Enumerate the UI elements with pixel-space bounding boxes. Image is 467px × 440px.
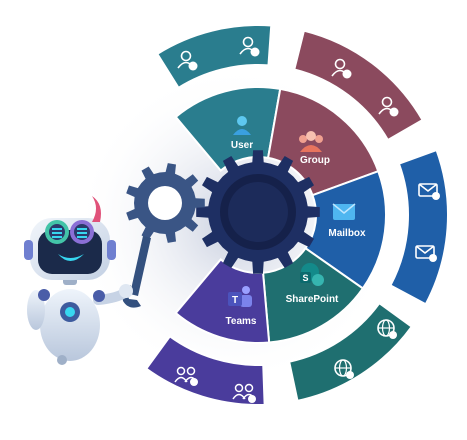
sharepoint-icon: S	[300, 263, 324, 286]
globe-link-icon[interactable]	[377, 319, 397, 339]
central-gear-icon	[196, 150, 320, 274]
segment-label-user: User	[231, 140, 253, 151]
robot-mascot	[24, 196, 133, 365]
robot-body	[40, 289, 100, 361]
svg-text:T: T	[232, 295, 238, 306]
small-gear-icon	[126, 163, 205, 243]
robot-smile	[58, 254, 84, 261]
group-icon	[299, 131, 323, 152]
segment-label-group: Group	[300, 155, 330, 166]
segment-label-sharepoint: SharePoint	[286, 294, 339, 305]
teams-icon: T	[228, 286, 252, 307]
svg-text:S: S	[302, 273, 308, 283]
segment-label-mailbox: Mailbox	[328, 228, 366, 239]
mail-share-icon[interactable]	[418, 183, 440, 200]
segment-teams[interactable]	[174, 258, 271, 344]
mailbox-icon	[332, 203, 356, 220]
mail-users-icon[interactable]	[415, 245, 437, 262]
group-shield-icon[interactable]	[331, 58, 352, 79]
user-check-icon[interactable]	[239, 36, 260, 57]
user-icon	[233, 116, 251, 135]
outer-tile-user[interactable]	[155, 24, 273, 90]
outer-tile-mailbox[interactable]	[389, 148, 449, 306]
globe-add-icon[interactable]	[334, 359, 354, 379]
group-clock-icon[interactable]	[378, 96, 399, 117]
add-user-icon[interactable]	[177, 50, 198, 71]
teams-add-icon[interactable]	[174, 366, 198, 387]
inner-ring	[174, 86, 387, 344]
teams-settings-icon[interactable]	[232, 383, 256, 404]
robot-chest-light	[65, 307, 75, 317]
robot-antenna	[92, 196, 101, 222]
segment-label-teams: Teams	[226, 316, 257, 327]
outer-ring	[144, 24, 449, 406]
